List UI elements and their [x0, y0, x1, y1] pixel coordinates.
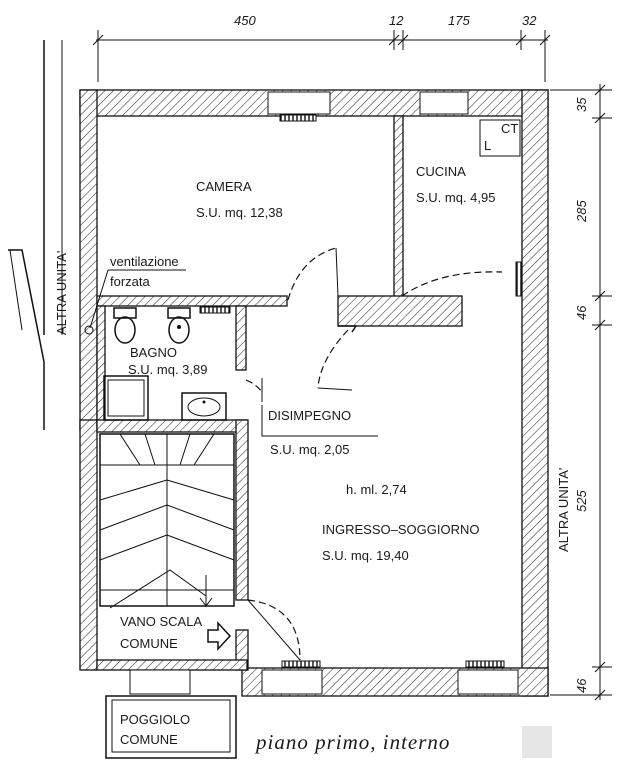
poggiolo-line1: POGGIOLO	[120, 712, 190, 727]
dim-525: 525	[574, 490, 589, 512]
arrow-right-icon	[207, 621, 232, 651]
cucina-area: S.U. mq. 4,95	[416, 190, 495, 205]
altra-unita-left-label: ALTRA UNITA'	[54, 251, 69, 335]
stair-arrow-icon	[199, 575, 213, 607]
wall-bagno-right	[235, 305, 247, 371]
plan-caption: piano primo, interno	[254, 730, 450, 754]
radiator-camera-icon	[279, 114, 317, 122]
sink-icon	[181, 392, 227, 421]
boiler-box	[479, 119, 521, 157]
wall-stair-top	[96, 419, 248, 433]
vano-scala-line1: VANO SCALA	[120, 614, 202, 629]
bidet-icon	[167, 307, 191, 344]
disimpegno-area: S.U. mq. 2,05	[270, 442, 349, 457]
windows	[129, 91, 523, 695]
wall-stair-bottom	[96, 659, 248, 671]
radiator-soggiorno-left-icon	[281, 660, 321, 668]
radiator-bagno-icon	[199, 306, 231, 314]
radiator-cucina-icon	[515, 261, 523, 297]
dim-175: 175	[448, 13, 470, 28]
dim-35: 35	[574, 97, 589, 112]
redaction-box	[522, 726, 552, 758]
poggiolo-line2: COMUNE	[120, 732, 178, 747]
wall-stair-left	[79, 419, 98, 671]
bagno-name: BAGNO	[130, 345, 177, 360]
doors	[245, 247, 503, 668]
soggiorno-name: INGRESSO–SOGGIORNO	[322, 522, 479, 537]
shower-tray-icon	[103, 375, 149, 421]
dim-285: 285	[574, 200, 589, 223]
vano-scala-line2: COMUNE	[120, 636, 178, 651]
dim-450: 450	[234, 13, 256, 28]
dim-46-upper: 46	[574, 305, 589, 320]
toilet-icon	[113, 307, 137, 344]
wall-camera-bottom	[96, 295, 288, 307]
wall-right	[521, 89, 549, 697]
cucina-name: CUCINA	[416, 164, 466, 179]
top-dimension-chain: 450 12 175 32	[92, 13, 551, 82]
dim-12: 12	[389, 13, 404, 28]
ventilation-fan-icon	[84, 325, 94, 335]
soggiorno-height: h. ml. 2,74	[346, 482, 407, 497]
wall-camera-cucina	[393, 115, 404, 299]
bathroom-fixtures	[84, 119, 521, 421]
ct-l-label: L	[484, 138, 491, 153]
camera-area: S.U. mq. 12,38	[196, 205, 283, 220]
staircase	[99, 433, 235, 609]
walls	[79, 89, 549, 697]
wall-stair-right	[235, 419, 249, 601]
soggiorno-area: S.U. mq. 19,40	[322, 548, 409, 563]
forzata-label: forzata	[110, 274, 151, 289]
wall-left	[79, 89, 98, 431]
ct-label: CT	[501, 121, 518, 136]
adjacent-unit-left: ALTRA UNITA'	[8, 40, 69, 430]
bagno-area: S.U. mq. 3,89	[128, 362, 207, 377]
room-labels: CAMERA S.U. mq. 12,38 CUCINA S.U. mq. 4,…	[89, 121, 571, 747]
dim-32: 32	[522, 13, 537, 28]
disimpegno-name: DISIMPEGNO	[268, 408, 351, 423]
radiator-soggiorno-right-icon	[465, 660, 505, 668]
wall-cucina-bottom	[337, 295, 463, 327]
camera-name: CAMERA	[196, 179, 252, 194]
right-dimension-chain: 35 285 46 525 46	[550, 84, 612, 701]
ventilazione-label: ventilazione	[110, 254, 179, 269]
dim-46-lower: 46	[574, 678, 589, 693]
balcony	[105, 695, 237, 759]
altra-unita-right-label: ALTRA UNITA'	[556, 468, 571, 552]
